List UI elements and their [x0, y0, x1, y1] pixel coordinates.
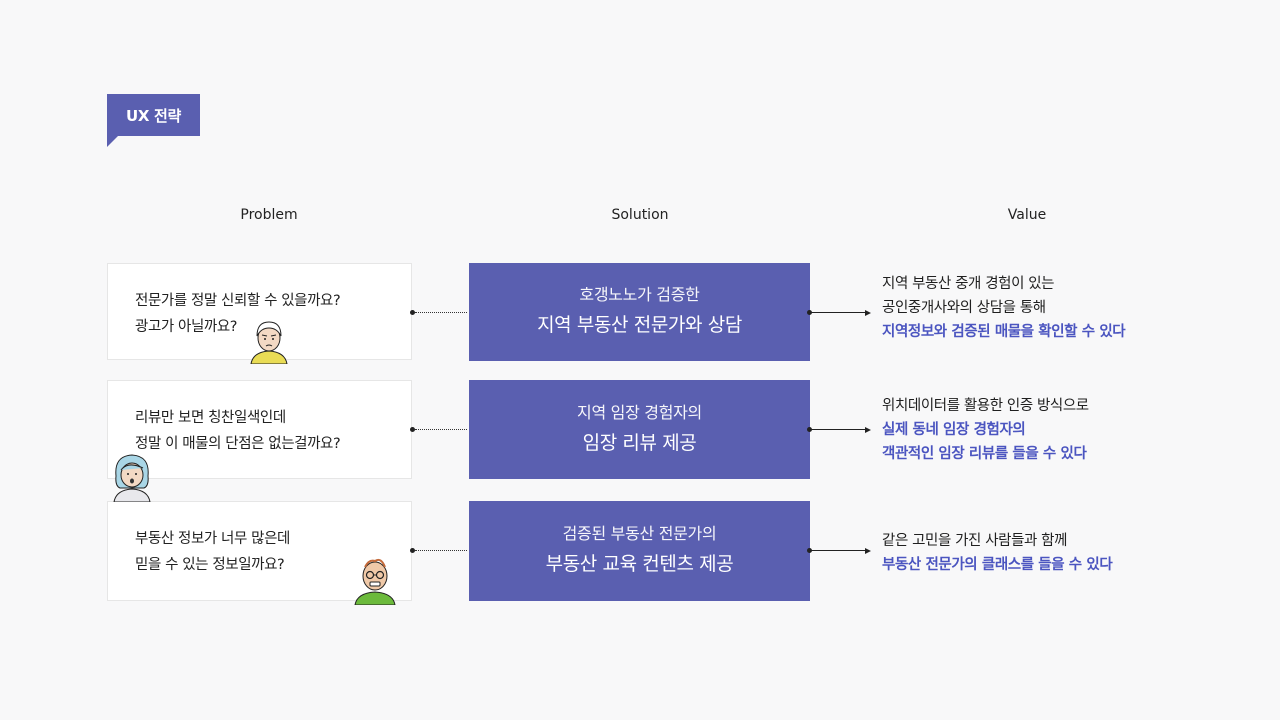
dotted-connector: [415, 550, 467, 551]
problem-line: 정말 이 매물의 단점은 없는걸까요?: [135, 436, 341, 452]
problem-card-3: 부동산 정보가 너무 많은데 믿을 수 있는 정보일까요?: [107, 501, 412, 601]
column-header-solution: Solution: [611, 207, 669, 223]
problem-line: 전문가를 정말 신뢰할 수 있을까요?: [135, 293, 341, 309]
problem-line: 리뷰만 보면 칭찬일색인데: [135, 410, 286, 426]
problem-line: 광고가 아닐까요?: [135, 319, 238, 335]
section-tag-tail: [107, 135, 119, 147]
problem-line: 부동산 정보가 너무 많은데: [135, 531, 290, 547]
section-tag: UX 전략: [107, 94, 200, 136]
problem-text-1: 전문가를 정말 신뢰할 수 있을까요? 광고가 아닐까요?: [135, 288, 341, 340]
arrow-head-icon: [865, 310, 871, 316]
glasses-man-avatar-icon: [354, 558, 396, 605]
solution-subtitle: 지역 임장 경험자의: [577, 402, 702, 422]
solution-title: 지역 부동산 전문가와 상담: [537, 314, 742, 336]
solution-box-2: 지역 임장 경험자의 임장 리뷰 제공: [469, 380, 810, 479]
connector-dot: [807, 427, 812, 432]
value-highlight: 지역정보와 검증된 매물을 확인할 수 있다: [882, 324, 1126, 340]
arrow-connector: [811, 312, 867, 313]
arrow-connector: [811, 429, 867, 430]
connector-dot: [410, 310, 415, 315]
value-highlight: 부동산 전문가의 클래스를 들을 수 있다: [882, 557, 1113, 573]
value-highlight: 실제 동네 임장 경험자의: [882, 422, 1026, 438]
column-header-problem: Problem: [240, 207, 298, 223]
value-highlight: 객관적인 임장 리뷰를 들을 수 있다: [882, 446, 1087, 462]
value-text-1: 지역 부동산 중개 경험이 있는 공인중개사와의 상담을 통해 지역정보와 검증…: [882, 272, 1126, 344]
solution-box-3: 검증된 부동산 전문가의 부동산 교육 컨텐츠 제공: [469, 501, 810, 601]
problem-text-3: 부동산 정보가 너무 많은데 믿을 수 있는 정보일까요?: [135, 526, 290, 578]
connector-dot: [807, 310, 812, 315]
column-header-value: Value: [1007, 207, 1047, 223]
problem-text-2: 리뷰만 보면 칭찬일색인데 정말 이 매물의 단점은 없는걸까요?: [135, 405, 341, 457]
problem-line: 믿을 수 있는 정보일까요?: [135, 557, 285, 573]
dotted-connector: [415, 312, 467, 313]
solution-subtitle: 호갱노노가 검증한: [579, 285, 700, 304]
value-line: 같은 고민을 가진 사람들과 함께: [882, 533, 1068, 549]
value-text-2: 위치데이터를 활용한 인증 방식으로 실제 동네 임장 경험자의 객관적인 임장…: [882, 394, 1089, 466]
worried-man-avatar-icon: [250, 321, 288, 364]
value-text-3: 같은 고민을 가진 사람들과 함께 부동산 전문가의 클래스를 들을 수 있다: [882, 529, 1113, 577]
problem-card-2: 리뷰만 보면 칭찬일색인데 정말 이 매물의 단점은 없는걸까요?: [107, 380, 412, 479]
solution-title: 부동산 교육 컨텐츠 제공: [545, 553, 734, 575]
arrow-connector: [811, 550, 867, 551]
dotted-connector: [415, 429, 467, 430]
solution-box-1: 호갱노노가 검증한 지역 부동산 전문가와 상담: [469, 263, 810, 361]
connector-dot: [410, 548, 415, 553]
solution-title: 임장 리뷰 제공: [582, 431, 697, 454]
value-line: 지역 부동산 중개 경험이 있는: [882, 276, 1055, 292]
connector-dot: [807, 548, 812, 553]
arrow-head-icon: [865, 427, 871, 433]
connector-dot: [410, 427, 415, 432]
value-line: 공인중개사와의 상담을 통해: [882, 300, 1046, 316]
value-line: 위치데이터를 활용한 인증 방식으로: [882, 398, 1089, 414]
solution-subtitle: 검증된 부동산 전문가의: [562, 524, 717, 543]
arrow-head-icon: [865, 548, 871, 554]
surprised-woman-avatar-icon: [113, 454, 151, 502]
